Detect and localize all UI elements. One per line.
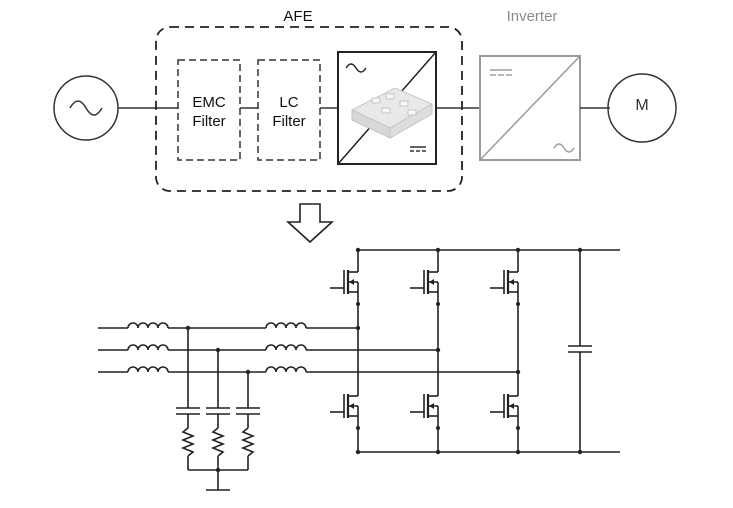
lc-filter-label: LC Filter: [259, 93, 319, 131]
junction-dots: [185, 247, 583, 473]
lc-filter-box: [257, 59, 321, 161]
ac-source-icon: [53, 75, 119, 141]
afe-container: [155, 26, 463, 192]
motor-icon: [607, 73, 677, 143]
lc-filter-label-line1: LC: [279, 94, 299, 111]
down-arrow-icon: [285, 203, 335, 244]
motor-label: M: [635, 97, 649, 114]
switch-lower-3-icon: [488, 384, 522, 432]
inductor-l1-b: [127, 344, 169, 351]
emc-filter-box: [177, 59, 241, 161]
inverter-title: Inverter: [506, 8, 558, 25]
lc-filter-label-line2: Filter: [272, 113, 306, 130]
power-module-icon: [337, 51, 437, 165]
emc-filter-label-line1: EMC: [192, 94, 226, 111]
inductor-l1-c: [127, 366, 169, 373]
switch-lower-2-icon: [408, 384, 442, 432]
switch-upper-1-icon: [328, 260, 362, 308]
afe-title: AFE: [283, 8, 313, 25]
switch-upper-3-icon: [488, 260, 522, 308]
circuit-schematic: [98, 327, 128, 373]
inductor-l2-c: [265, 366, 307, 373]
switch-upper-2-icon: [408, 260, 442, 308]
bridge-wiring: [176, 249, 620, 491]
emc-filter-label: EMC Filter: [179, 93, 239, 131]
inductor-l2-a: [265, 322, 307, 329]
inverter-box: [479, 55, 581, 161]
inductor-l1-a: [127, 322, 169, 329]
emc-filter-label-line2: Filter: [192, 113, 226, 130]
switch-lower-1-icon: [328, 384, 362, 432]
inductor-l2-b: [265, 344, 307, 351]
